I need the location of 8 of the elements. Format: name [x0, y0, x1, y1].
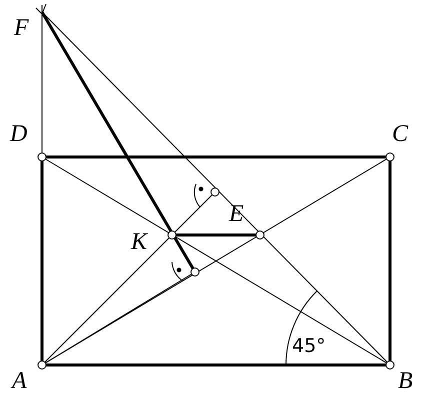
point-label: K — [131, 230, 148, 254]
point-label: C — [392, 122, 408, 146]
point-label: F — [14, 16, 29, 40]
angle-label: 45° — [292, 336, 326, 356]
point-label: B — [398, 369, 413, 393]
point-label: A — [12, 369, 27, 393]
point-label: E — [229, 202, 244, 226]
point-label: D — [10, 122, 28, 146]
